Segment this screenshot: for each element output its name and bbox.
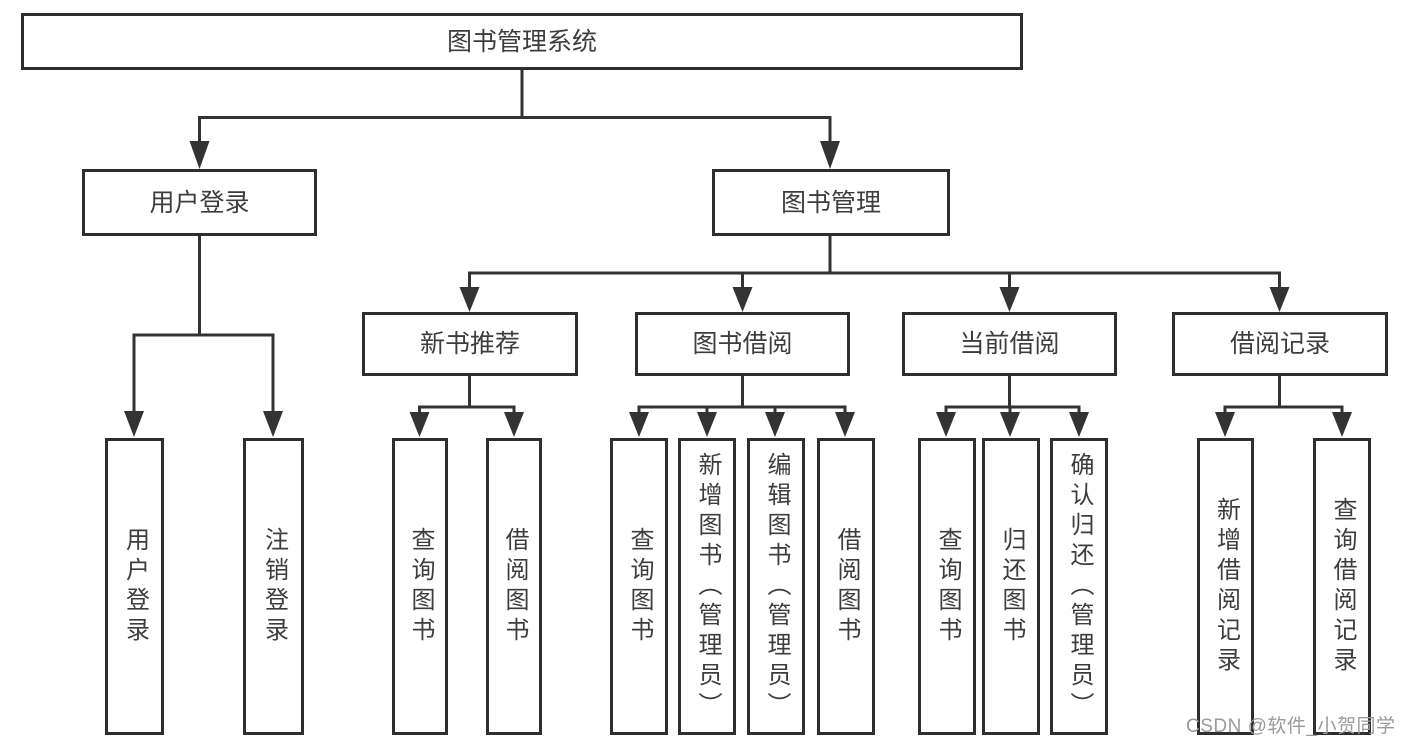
leaf-newbook-query: 查询图书	[392, 438, 448, 735]
leaf-borrow-add-admin: 新增图书（管理员）	[678, 438, 736, 735]
leaf-borrow-book: 借阅图书	[817, 438, 875, 735]
leaf-logout: 注销登录	[243, 438, 304, 735]
leaf-borrow-edit-admin: 编辑图书（管理员）	[747, 438, 805, 735]
leaf-record-add: 新增借阅记录	[1197, 438, 1254, 735]
node-new-book-recommend: 新书推荐	[362, 312, 578, 376]
node-book-borrow: 图书借阅	[635, 312, 850, 376]
leaf-borrow-add-admin-label: 新增图书（管理员）	[694, 451, 721, 722]
leaf-record-query-label: 查询借阅记录	[1329, 496, 1356, 677]
leaf-current-query-label: 查询图书	[934, 526, 961, 647]
node-root-system: 图书管理系统	[21, 13, 1023, 70]
leaf-user-login: 用户登录	[105, 438, 164, 735]
leaf-borrow-book-label: 借阅图书	[833, 526, 860, 647]
leaf-borrow-query: 查询图书	[610, 438, 668, 735]
leaf-user-login-label: 用户登录	[121, 526, 149, 647]
leaf-newbook-borrow: 借阅图书	[486, 438, 542, 735]
leaf-newbook-query-label: 查询图书	[407, 526, 434, 647]
leaf-newbook-borrow-label: 借阅图书	[501, 526, 528, 647]
node-user-login: 用户登录	[82, 169, 317, 236]
leaf-borrow-query-label: 查询图书	[626, 526, 653, 647]
node-borrow-record-label: 借阅记录	[1229, 330, 1330, 358]
leaf-return-book: 归还图书	[982, 438, 1040, 735]
connector-lines	[124, 67, 1352, 437]
leaf-current-query: 查询图书	[918, 438, 976, 735]
node-current-borrow: 当前借阅	[902, 312, 1117, 376]
leaf-record-query: 查询借阅记录	[1313, 438, 1371, 735]
node-book-management: 图书管理	[712, 169, 950, 236]
node-root-label: 图书管理系统	[446, 27, 597, 56]
leaf-record-add-label: 新增借阅记录	[1212, 496, 1240, 677]
node-user-login-label: 用户登录	[149, 188, 250, 217]
node-book-management-label: 图书管理	[780, 188, 881, 217]
node-new-book-recommend-label: 新书推荐	[419, 330, 520, 358]
leaf-borrow-edit-admin-label: 编辑图书（管理员）	[763, 451, 790, 722]
leaf-return-book-label: 归还图书	[998, 526, 1025, 647]
csdn-watermark: CSDN @软件_小贺同学	[1186, 716, 1396, 737]
node-current-borrow-label: 当前借阅	[959, 330, 1060, 358]
node-book-borrow-label: 图书借阅	[692, 330, 793, 358]
leaf-logout-label: 注销登录	[260, 526, 288, 647]
leaf-confirm-return-admin: 确认归还（管理员）	[1050, 438, 1108, 735]
node-borrow-record: 借阅记录	[1172, 312, 1388, 376]
leaf-confirm-return-admin-label: 确认归还（管理员）	[1066, 451, 1093, 722]
